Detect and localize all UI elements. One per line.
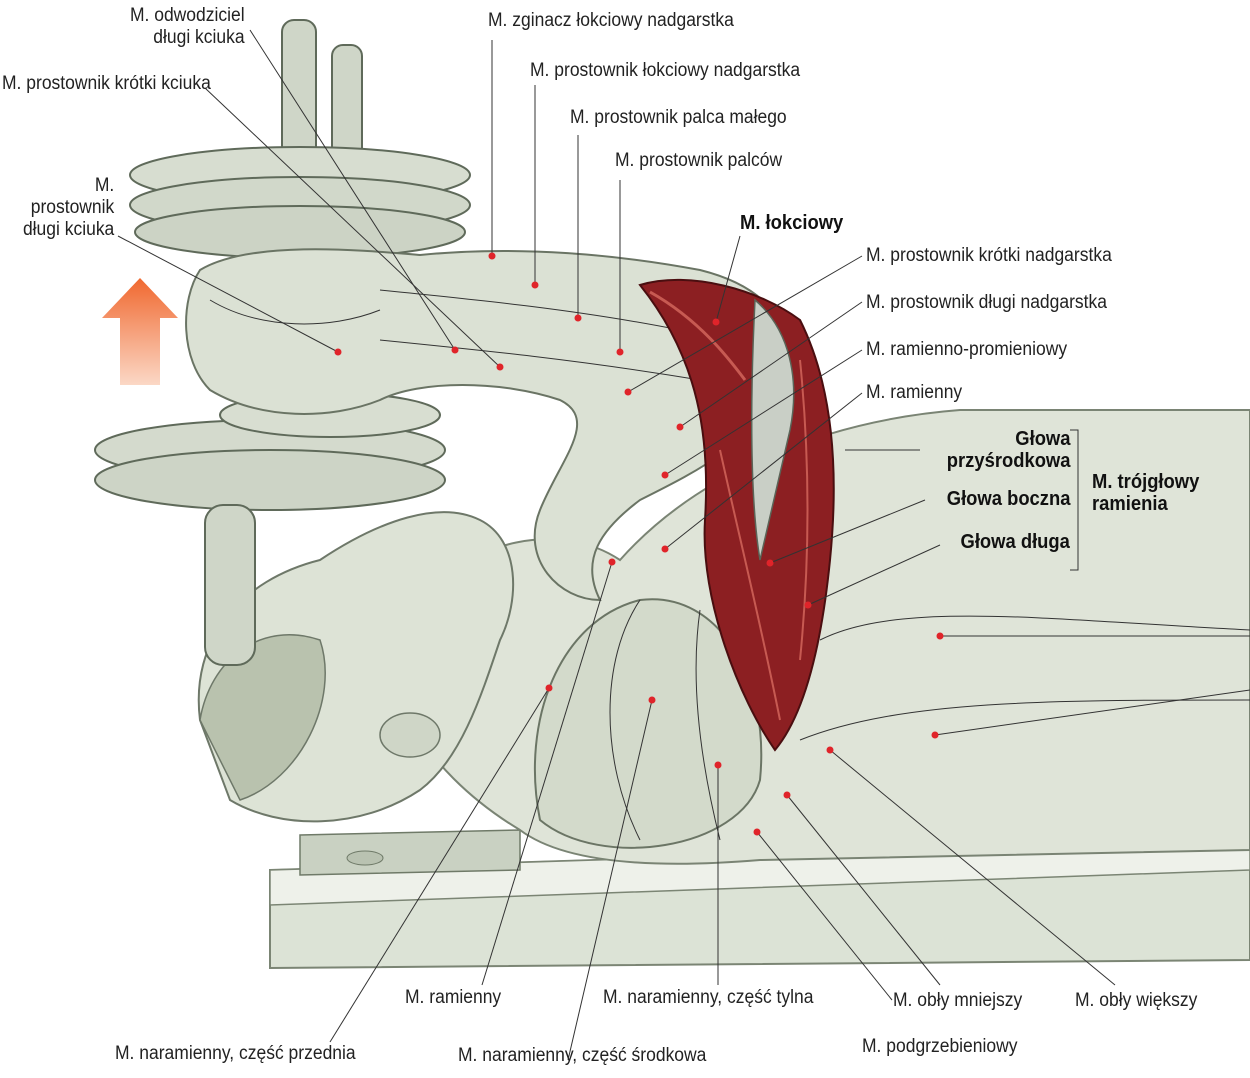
triceps-bracket [1070, 429, 1079, 571]
dumbbell [94, 19, 471, 666]
head [197, 511, 515, 823]
up-arrow-icon [102, 278, 178, 385]
label-triceps-group: M. trójgłowy ramienia [1092, 471, 1200, 515]
label-triceps-long-head: Głowa długa [960, 531, 1070, 553]
label-deltoid-posterior: M. naramienny, część tylna [603, 987, 814, 1008]
label-triceps-medial-head: Głowa przyśrodkowa [946, 428, 1070, 472]
label-anconeus: M. łokciowy [740, 212, 844, 234]
label-extensor-pollicis-brevis: M. prostownik krótki kciuka [2, 73, 211, 94]
pointer-dots [334, 252, 944, 836]
label-extensor-pollicis-longus: M. prostownik długi kciuka [22, 175, 114, 240]
bench [269, 829, 1250, 970]
label-extensor-digitorum: M. prostownik palców [615, 150, 783, 171]
leader-lines [117, 29, 1250, 1061]
label-teres-minor: M. obły mniejszy [893, 990, 1023, 1011]
label-extensor-carpi-ulnaris: M. prostownik łokciowy nadgarstka [530, 60, 801, 81]
label-triceps-lateral-head: Głowa boczna [946, 488, 1070, 510]
label-infraspinatus: M. podgrzebieniowy [862, 1036, 1018, 1057]
label-deltoid-middle: M. naramienny, część środkowa [458, 1045, 707, 1066]
label-flexor-carpi-ulnaris: M. zginacz łokciowy nadgarstka [488, 10, 734, 31]
label-extensor-carpi-radialis-brevis: M. prostownik krótki nadgarstka [866, 245, 1112, 266]
label-deltoid-anterior: M. naramienny, część przednia [115, 1043, 356, 1064]
label-brachialis-top: M. ramienny [866, 382, 963, 403]
triceps-highlight [638, 278, 835, 752]
label-teres-major: M. obły większy [1075, 990, 1198, 1011]
label-brachialis-bottom: M. ramienny [405, 987, 502, 1008]
label-brachioradialis: M. ramienno-promieniowy [866, 339, 1068, 360]
label-extensor-carpi-radialis-longus: M. prostownik długi nadgarstka [866, 292, 1107, 313]
label-extensor-digiti-minimi: M. prostownik palca małego [570, 107, 787, 128]
label-abductor-pollicis-longus: M. odwodziciel długi kciuka [130, 5, 245, 48]
